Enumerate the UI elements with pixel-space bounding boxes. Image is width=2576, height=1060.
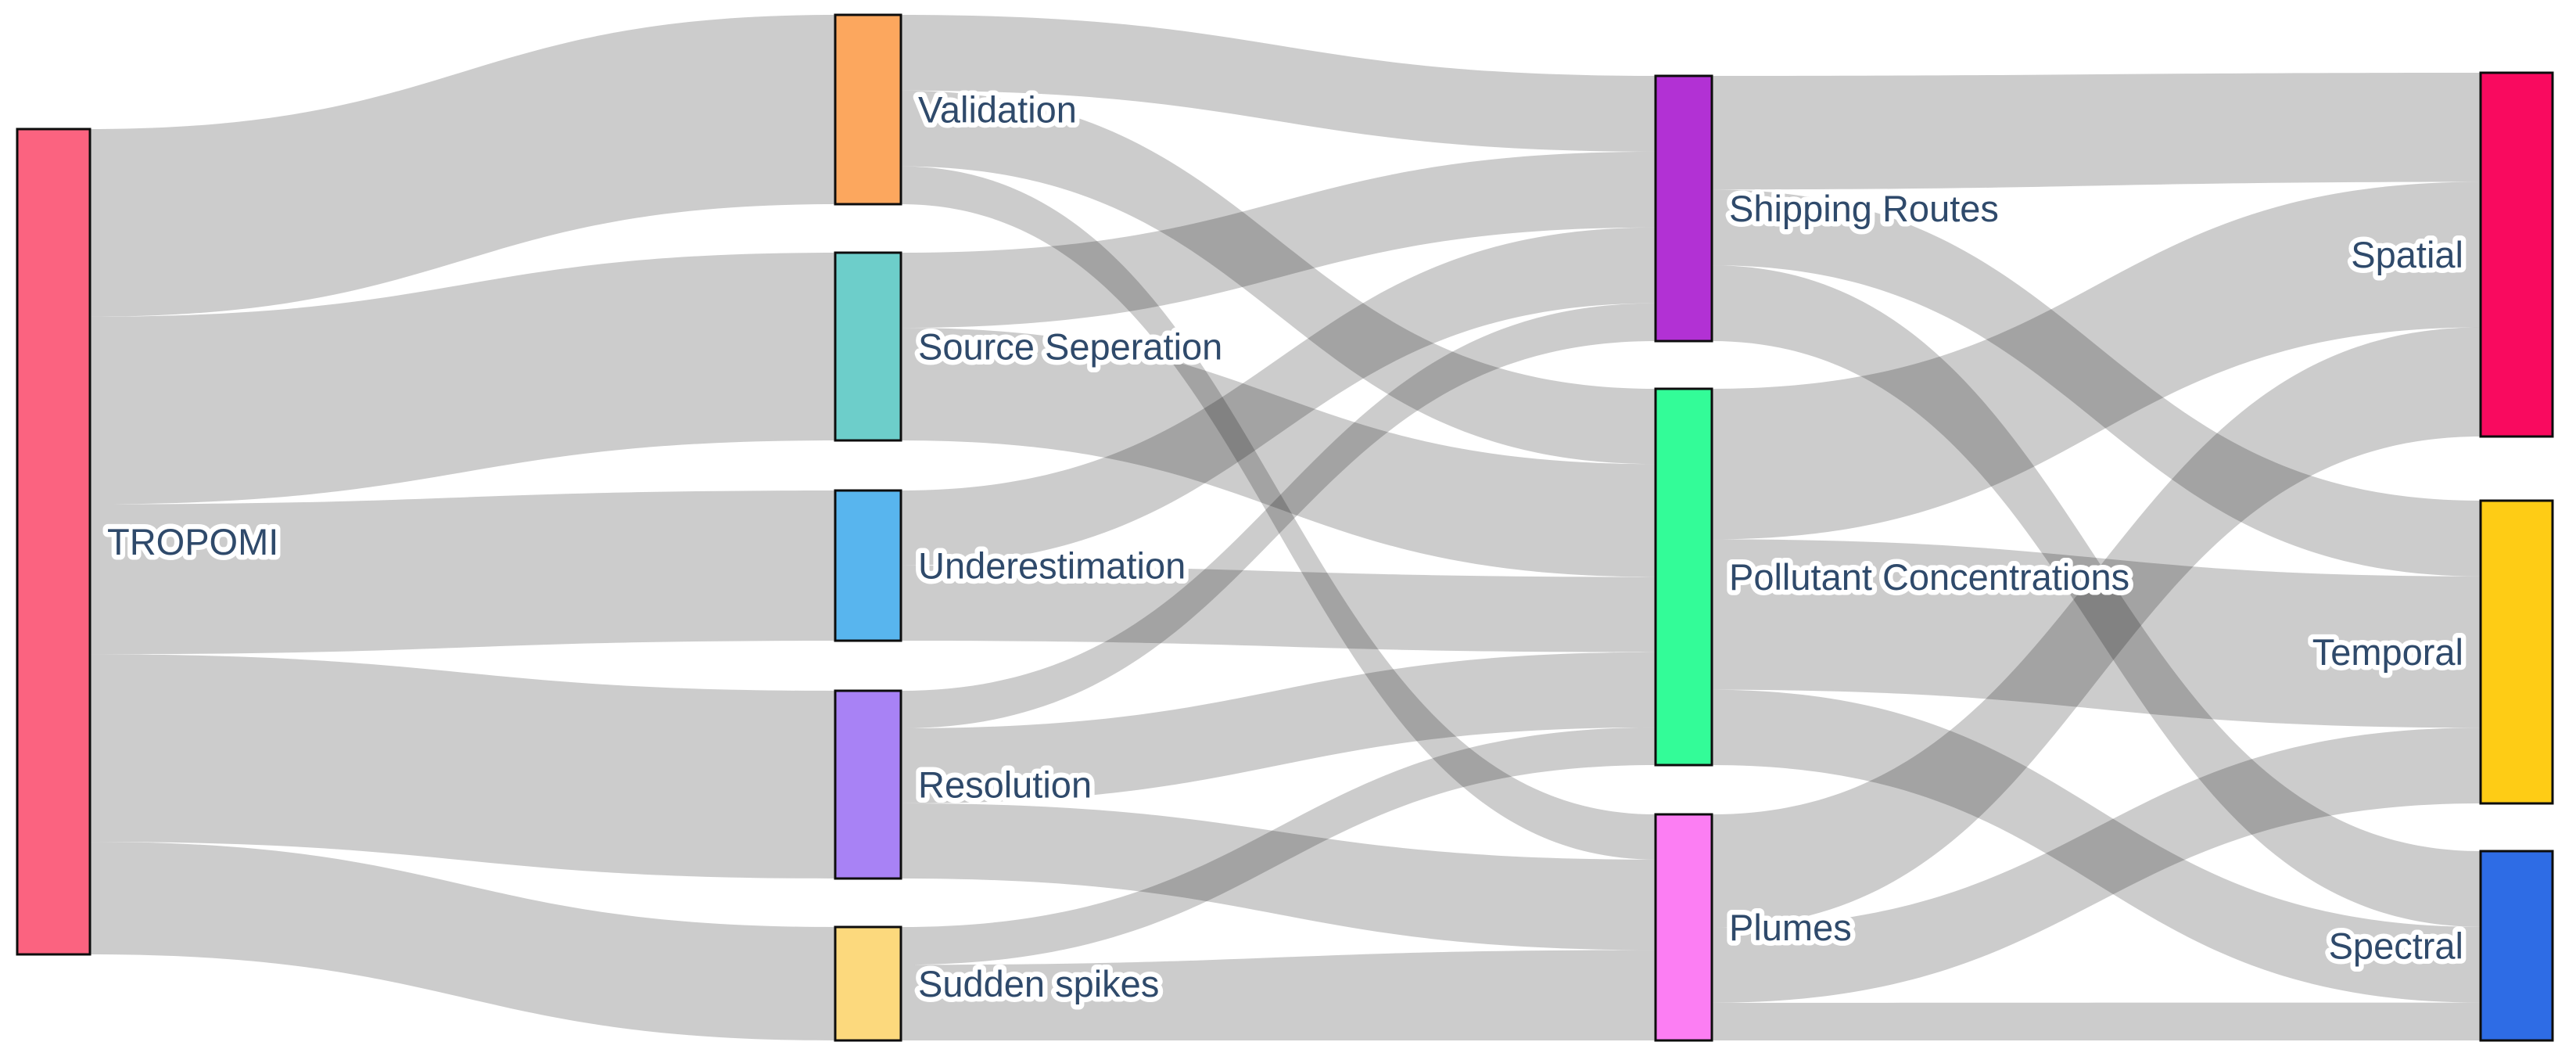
link-source_seperation-to-pollutant_concentrations[interactable] xyxy=(901,328,1656,577)
link-tropomi-to-validation[interactable] xyxy=(90,15,835,317)
node-shipping_routes[interactable] xyxy=(1654,74,1713,343)
node-label-underestimation: Underestimation xyxy=(918,545,1186,587)
link-underestimation-to-shipping_routes[interactable] xyxy=(901,227,1656,566)
link-validation-to-plumes[interactable] xyxy=(901,166,1656,860)
link-source_seperation-to-shipping_routes[interactable] xyxy=(901,151,1656,328)
link-shipping_routes-to-spectral[interactable] xyxy=(1712,265,2481,927)
link-resolution-to-shipping_routes[interactable] xyxy=(901,303,1656,729)
link-plumes-to-temporal[interactable] xyxy=(1712,728,2481,1003)
link-pollutant_concentrations-to-spectral[interactable] xyxy=(1712,689,2481,1003)
node-sudden_spikes[interactable] xyxy=(834,925,902,1042)
node-label-pollutant_concentrations: Pollutant Concentrations xyxy=(1729,556,2129,598)
node-label-spectral: Spectral xyxy=(2329,925,2463,967)
node-source_seperation[interactable] xyxy=(834,251,902,442)
link-resolution-to-plumes[interactable] xyxy=(901,803,1656,950)
link-tropomi-to-resolution[interactable] xyxy=(90,654,835,879)
link-tropomi-to-source_seperation[interactable] xyxy=(90,253,835,505)
link-validation-to-pollutant_concentrations[interactable] xyxy=(901,90,1656,465)
link-tropomi-to-sudden_spikes[interactable] xyxy=(90,842,835,1040)
link-plumes-to-spectral[interactable] xyxy=(1712,1002,2481,1040)
node-temporal[interactable] xyxy=(2479,499,2554,805)
link-validation-to-shipping_routes[interactable] xyxy=(901,15,1656,152)
node-label-shipping_routes: Shipping Routes xyxy=(1729,188,1999,229)
node-label-plumes: Plumes xyxy=(1729,907,1852,948)
node-spatial[interactable] xyxy=(2479,71,2554,438)
link-pollutant_concentrations-to-spatial[interactable] xyxy=(1712,181,2481,540)
link-sudden_spikes-to-plumes[interactable] xyxy=(901,950,1656,1040)
link-pollutant_concentrations-to-temporal[interactable] xyxy=(1712,539,2481,728)
link-shipping_routes-to-spatial[interactable] xyxy=(1712,73,2481,190)
node-tropomi[interactable] xyxy=(16,128,91,956)
link-shipping_routes-to-temporal[interactable] xyxy=(1712,189,2481,577)
node-label-temporal: Temporal xyxy=(2312,631,2463,673)
link-plumes-to-spatial[interactable] xyxy=(1712,327,2481,928)
node-label-resolution: Resolution xyxy=(918,764,1092,806)
node-label-tropomi: TROPOMI xyxy=(107,521,278,562)
link-tropomi-to-underestimation[interactable] xyxy=(90,490,835,655)
link-underestimation-to-pollutant_concentrations[interactable] xyxy=(901,566,1656,652)
node-spectral[interactable] xyxy=(2479,850,2554,1042)
node-label-sudden_spikes: Sudden spikes xyxy=(918,963,1159,1004)
node-plumes[interactable] xyxy=(1654,813,1713,1042)
node-underestimation[interactable] xyxy=(834,489,902,642)
node-validation[interactable] xyxy=(834,13,902,206)
node-label-validation: Validation xyxy=(918,89,1077,131)
node-resolution[interactable] xyxy=(834,689,902,880)
node-pollutant_concentrations[interactable] xyxy=(1654,387,1713,767)
node-label-spatial: Spatial xyxy=(2351,234,2463,275)
link-resolution-to-pollutant_concentrations[interactable] xyxy=(901,652,1656,803)
node-label-source_seperation: Source Seperation xyxy=(918,326,1222,368)
link-sudden_spikes-to-pollutant_concentrations[interactable] xyxy=(901,727,1656,965)
